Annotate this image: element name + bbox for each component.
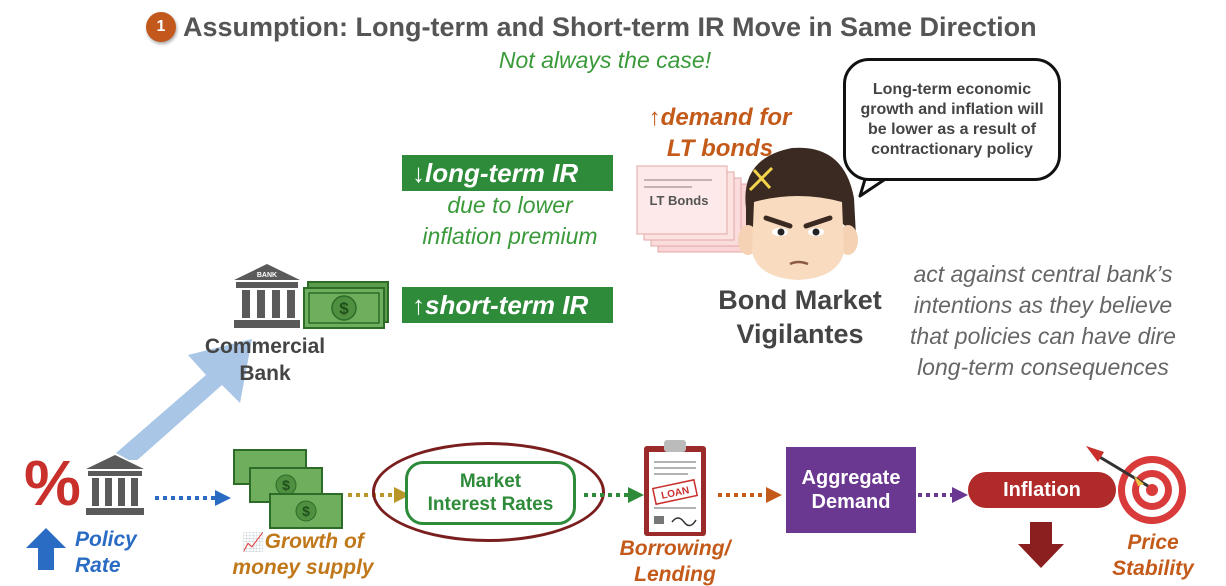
growth-chart-icon: 📈	[242, 532, 265, 552]
step-number-badge: 1	[146, 12, 176, 42]
market-interest-rates-box: Market Interest Rates	[405, 461, 576, 525]
down-arrow-icon	[1018, 522, 1064, 568]
page-title: Assumption: Long-term and Short-term IR …	[183, 12, 1037, 42]
svg-text:$: $	[282, 477, 290, 493]
central-bank-icon	[86, 455, 144, 515]
vigilantes-description: act against central bank’s intentions as…	[910, 261, 1176, 380]
bond-market-vigilantes-label: Bond Market Vigilantes	[718, 285, 882, 349]
page-subtitle: Not always the case!	[498, 47, 712, 73]
long-term-ir-label: ↓long-term IR	[402, 155, 613, 191]
svg-text:$: $	[339, 299, 349, 318]
borrowing-lending-label: Borrowing/ Lending	[619, 537, 731, 586]
lt-bonds-documents-icon: LT Bonds	[636, 165, 749, 253]
money-stacks-icon: $ $	[233, 449, 343, 529]
growth-money-supply-label: 📈Growth of money supply	[232, 530, 374, 579]
short-term-ir-label: ↑short-term IR	[402, 287, 613, 323]
price-stability-label: Price Stability	[1112, 531, 1194, 580]
person-face-icon	[738, 147, 858, 280]
arrow-market-to-loan	[584, 487, 644, 503]
arrow-loan-to-demand	[718, 487, 782, 503]
aggregate-demand-box: Aggregate Demand	[786, 447, 916, 533]
arrow-policy-to-money	[155, 490, 231, 506]
svg-text:BANK: BANK	[257, 272, 277, 279]
money-stack-icon: $	[303, 281, 389, 329]
diagonal-up-arrow-icon	[116, 339, 252, 460]
loan-clipboard-icon: LOAN	[644, 440, 706, 536]
arrow-demand-to-inflation	[918, 487, 968, 503]
percent-symbol: %	[24, 447, 81, 519]
bank-icon: BANK	[234, 264, 300, 328]
market-rates-highlight-ellipse	[372, 442, 605, 542]
policy-rate-label: Policy Rate	[75, 528, 137, 577]
long-term-ir-reason: due to lower inflation premium	[422, 192, 598, 249]
svg-text:$: $	[302, 503, 310, 519]
target-icon	[1086, 446, 1186, 524]
up-arrow-icon	[26, 528, 66, 570]
svg-text:LT Bonds: LT Bonds	[650, 193, 709, 208]
commercial-bank-label: Commercial Bank	[204, 335, 326, 385]
speech-bubble: Long-term economic growth and inflation …	[843, 58, 1061, 181]
bond-demand-label: ↑demand for LT bonds	[648, 104, 792, 162]
inflation-box: Inflation	[968, 472, 1116, 508]
